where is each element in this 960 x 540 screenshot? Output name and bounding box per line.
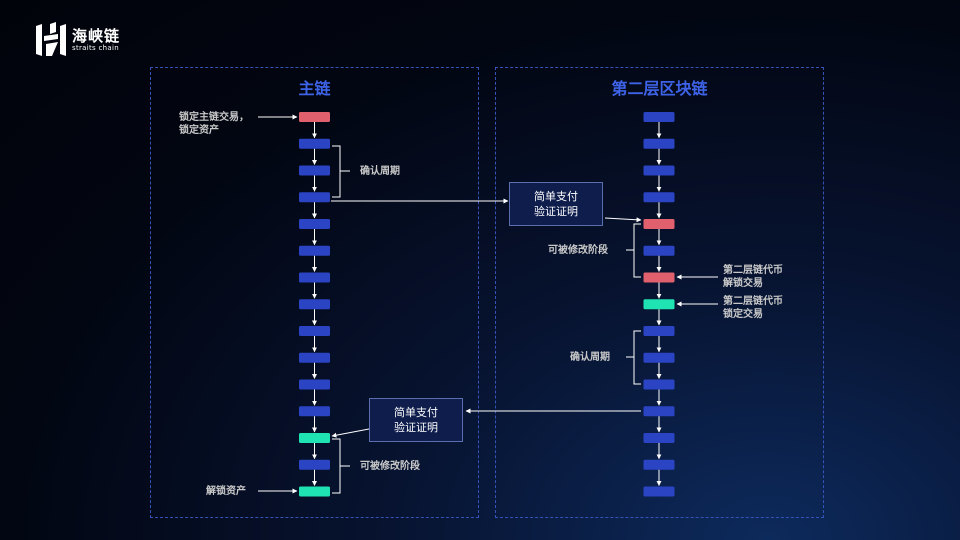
l2-chain-block-blue	[643, 379, 675, 390]
l2-chain-block-blue	[643, 486, 675, 497]
main-chain-block-blue	[299, 459, 330, 470]
l2-modifiable-label: 可被修改阶段	[548, 245, 608, 256]
l2-lock-line1: 第二层链代币	[723, 296, 783, 307]
l2-chain-block-blue	[643, 326, 675, 336]
main-chain-block-blue	[299, 165, 330, 176]
spv-proof-line2: 验证证明	[534, 205, 578, 218]
spv-proof-box: 简单支付 验证证明	[369, 398, 463, 442]
l2-chain-block-blue	[643, 245, 675, 256]
spv-proof-line1: 简单支付	[394, 406, 438, 419]
main-chain-block-blue	[299, 352, 330, 363]
l2-chain-block-blue	[643, 352, 675, 363]
spv-proof-line2: 验证证明	[394, 421, 438, 434]
main-chain-block-blue	[299, 326, 330, 336]
layer2-chain-panel: 第二层区块链	[495, 67, 824, 518]
main-chain-block-blue	[299, 406, 330, 417]
unlock-label: 解锁资产	[206, 486, 246, 497]
l2-chain-block-red	[643, 272, 675, 283]
logo-subtext: straits chain	[72, 44, 119, 52]
confirm-label: 确认周期	[360, 166, 400, 177]
main-chain-block-blue	[299, 138, 330, 149]
main-chain-block-blue	[299, 272, 330, 283]
l2-chain-block-blue	[643, 192, 675, 203]
l2-chain-block-blue	[643, 459, 675, 470]
lock-label: 锁定主链交易， 锁定资产	[179, 111, 249, 137]
main-chain-block-blue	[299, 192, 330, 203]
l2-chain-block-blue	[643, 433, 675, 443]
lock-label-line2: 锁定资产	[179, 125, 219, 136]
l2-chain-block-blue	[643, 165, 675, 176]
spv-proof-line1: 简单支付	[534, 190, 578, 203]
lock-label-line1: 锁定主链交易，	[179, 112, 249, 123]
logo-mark-icon	[36, 22, 66, 56]
l2-chain-block-blue	[643, 138, 675, 149]
logo: 海峡链 straits chain	[34, 22, 120, 58]
l2-unlock-line2: 解锁交易	[723, 278, 763, 289]
l2-chain-block-blue	[643, 112, 675, 122]
main-chain-block-blue	[299, 299, 330, 310]
confirm-brace	[332, 145, 350, 198]
spv-link-1-out	[604, 217, 642, 223]
main-chain-block-blue	[299, 379, 330, 390]
main-chain-panel: 主链	[150, 67, 479, 518]
spv-proof-box: 简单支付 验证证明	[509, 182, 603, 226]
l2-chain-block-blue	[643, 406, 675, 417]
l2-unlock-label: 第二层链代币 解锁交易	[723, 264, 783, 290]
modifiable-brace	[332, 438, 350, 494]
l2-chain-block-green	[643, 299, 675, 310]
l2-modifiable-brace	[626, 223, 641, 278]
l2-confirm-brace	[626, 330, 641, 385]
main-chain-title: 主链	[298, 79, 331, 98]
l2-unlock-line1: 第二层链代币	[723, 265, 783, 276]
l2-chain-block-red	[643, 219, 675, 229]
spv-link-2-out	[331, 428, 370, 438]
l2-confirm-label: 确认周期	[570, 352, 610, 363]
l2-lock-label: 第二层链代币 锁定交易	[723, 295, 783, 321]
layer2-chain-title: 第二层区块链	[611, 79, 708, 98]
logo-text: 海峡链	[72, 27, 121, 45]
modifiable-label: 可被修改阶段	[360, 461, 420, 472]
main-chain-block-green	[299, 486, 330, 497]
main-chain-block-blue	[299, 245, 330, 256]
l2-lock-line2: 锁定交易	[723, 309, 763, 320]
main-chain-block-green	[299, 433, 330, 443]
main-chain-block-red	[299, 112, 330, 122]
main-chain-block-blue	[299, 219, 330, 229]
